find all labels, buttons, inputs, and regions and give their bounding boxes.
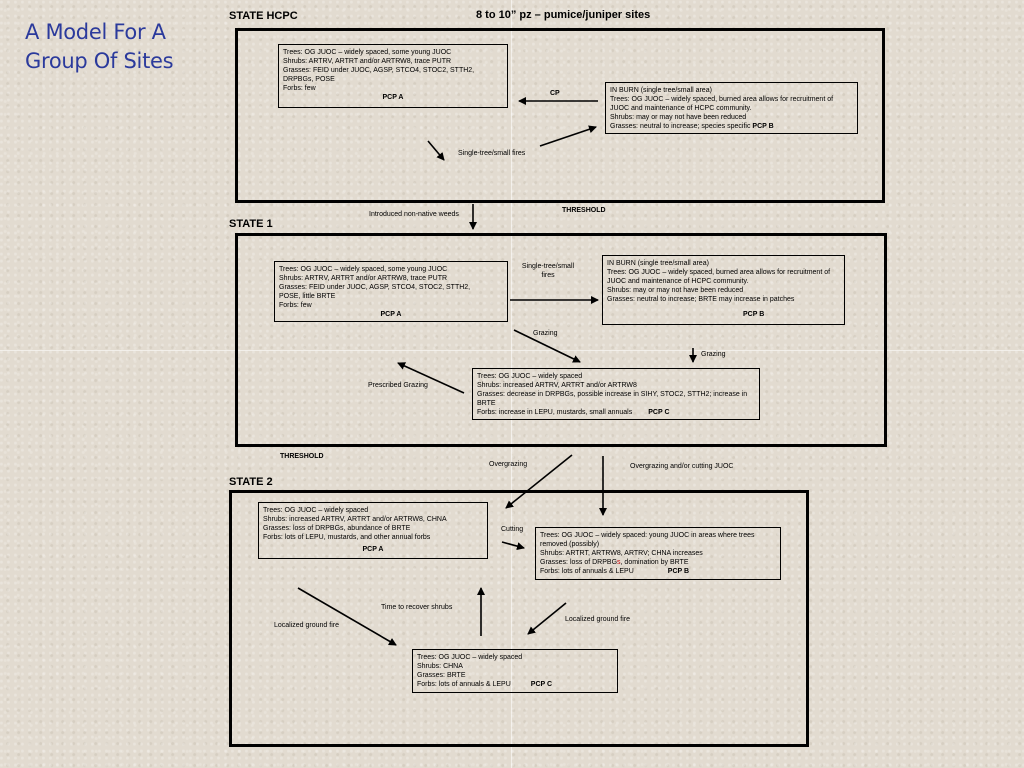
state1-pcp-a-forbs: Forbs: few	[279, 302, 312, 309]
cp-label: CP	[550, 90, 560, 97]
grazing-label-1: Grazing	[533, 330, 558, 337]
state1-fires-label-line-1: Single-tree/small	[521, 263, 575, 270]
state2-pcp-b-grasses-b: , domination by BRTE	[620, 559, 689, 566]
state1-pcp-a-label: PCP A	[380, 311, 402, 318]
hcpc-pcp-a-forbs: Forbs: few	[283, 85, 316, 92]
hcpc-pcp-b-line-2: Trees: OG JUOC – widely spaced, burned a…	[610, 96, 834, 103]
state1-pcp-b-label: PCP B	[743, 311, 765, 318]
state2-pcp-c-shrubs: Shrubs: CHNA	[417, 663, 463, 670]
state-1-label: STATE 1	[229, 218, 273, 230]
time-to-recover-label: Time to recover shrubs	[381, 604, 453, 611]
state2-pcp-b-grasses-highlight: s	[617, 559, 621, 566]
state2-pcp-a-grasses: Grasses: loss of DRPBGs, abundance of BR…	[263, 525, 411, 532]
hcpc-pcp-b-line-1: IN BURN (single tree/small area)	[610, 87, 712, 94]
state1-pcp-c-trees: Trees: OG JUOC – widely spaced	[477, 373, 583, 380]
state1-pcp-c-label: PCP C	[648, 409, 670, 416]
state1-pcp-a-shrubs: Shrubs: ARTRV, ARTRT and/or ARTRW8, trac…	[279, 275, 448, 282]
hcpc-pcp-b-box: IN BURN (single tree/small area) Trees: …	[605, 82, 858, 134]
state1-pcp-b-line-1: IN BURN (single tree/small area)	[607, 260, 709, 267]
arrow-prescribed-grazing	[397, 362, 465, 394]
slide-title-line-1: A Model For A	[25, 20, 166, 44]
grid-line	[0, 350, 1024, 351]
slide-title: A Model For A Group Of Sites	[25, 18, 215, 76]
state2-pcp-c-forbs: Forbs: lots of annuals & LEPU	[417, 681, 511, 688]
state1-pcp-a-grasses-cont: POSE, little BRTE	[279, 293, 336, 300]
state1-pcp-c-shrubs: Shrubs: increased ARTRV, ARTRT and/or AR…	[477, 382, 637, 389]
state2-pcp-b-box: Trees: OG JUOC – widely spaced: young JU…	[535, 527, 781, 580]
hcpc-pcp-a-box: Trees: OG JUOC – widely spaced, some you…	[278, 44, 508, 108]
state2-pcp-c-label: PCP C	[530, 681, 553, 688]
arrow-overgrazing	[505, 454, 573, 509]
hcpc-pcp-a-grasses: Grasses: FEID under JUOC, AGSP, STCO4, S…	[283, 67, 475, 74]
state1-fires-label: Single-tree/small fires	[521, 262, 575, 280]
single-tree-fires-label: Single-tree/small fires	[458, 150, 526, 157]
state1-pcp-c-box: Trees: OG JUOC – widely spaced Shrubs: i…	[472, 368, 760, 420]
state2-pcp-b-label: PCP B	[667, 568, 690, 575]
state2-pcp-a-shrubs: Shrubs: increased ARTRV, ARTRT and/or AR…	[263, 516, 447, 523]
state2-pcp-b-trees: Trees: OG JUOC – widely spaced: young JU…	[540, 532, 755, 539]
state-2-label: STATE 2	[229, 476, 273, 488]
state-1-frame	[235, 233, 887, 447]
state1-pcp-c-line-forbs: Forbs: increase in LEPU, mustards, small…	[477, 408, 755, 417]
hcpc-pcp-b-line-4: Shrubs: may or may not have been reduced	[610, 114, 747, 121]
arrow-grazing-a-to-c	[513, 329, 581, 363]
hcpc-pcp-a-grasses-cont: DRPBGs, POSE	[283, 76, 335, 83]
state-hcpc-frame	[235, 28, 885, 203]
state1-pcp-c-grasses-cont: BRTE	[477, 400, 496, 407]
arrow-fire-left	[297, 587, 397, 646]
state1-pcp-b-box: IN BURN (single tree/small area) Trees: …	[602, 255, 845, 325]
site-heading: 8 to 10” pz – pumice/juniper sites	[476, 9, 651, 21]
hcpc-pcp-a-trees: Trees: OG JUOC – widely spaced, some you…	[283, 49, 452, 56]
arrow-fire-right	[527, 602, 567, 635]
hcpc-pcp-a-shrubs: Shrubs: ARTRV, ARTRT and/or ARTRW8, trac…	[283, 58, 452, 65]
state1-pcp-b-line-4: Shrubs: may or may not have been reduced	[607, 287, 744, 294]
state2-pcp-b-line-forbs: Forbs: lots of annuals & LEPU PCP B	[540, 567, 776, 576]
localized-fire-label-right: Localized ground fire	[565, 616, 630, 623]
hcpc-pcp-b-line-3: JUOC and maintenance of HCPC community.	[610, 105, 752, 112]
state1-pcp-b-line-2: Trees: OG JUOC – widely spaced, burned a…	[607, 269, 831, 276]
threshold-label-1: THRESHOLD	[562, 207, 606, 214]
state2-pcp-b-grasses: Grasses: loss of DRPBGs, domination by B…	[540, 558, 776, 567]
state1-pcp-c-grasses: Grasses: decrease in DRPBGs, possible in…	[477, 391, 748, 398]
state2-pcp-c-grasses: Grasses: BRTE	[417, 672, 466, 679]
threshold-label-2: THRESHOLD	[280, 453, 324, 460]
slide-title-line-2: Group Of Sites	[25, 49, 174, 73]
state2-pcp-c-box: Trees: OG JUOC – widely spaced Shrubs: C…	[412, 649, 618, 693]
state1-pcp-b-line-3: JUOC and maintenance of HCPC community.	[607, 278, 749, 285]
hcpc-pcp-b-grasses: Grasses: neutral to increase; species sp…	[610, 123, 751, 130]
hcpc-pcp-b-label: PCP B	[752, 123, 774, 130]
prescribed-grazing-label: Prescribed Grazing	[368, 382, 428, 389]
state1-pcp-a-trees: Trees: OG JUOC – widely spaced, some you…	[279, 266, 448, 273]
state2-pcp-b-forbs: Forbs: lots of annuals & LEPU	[540, 568, 634, 575]
overgrazing-cutting-label: Overgrazing and/or cutting JUOC	[630, 463, 734, 470]
state2-pcp-a-trees: Trees: OG JUOC – widely spaced	[263, 507, 369, 514]
introduced-weeds-label: Introduced non-native weeds	[369, 211, 459, 218]
cutting-label: Cutting	[501, 526, 524, 533]
state2-pcp-b-grasses-a: Grasses: loss of DRPBG	[540, 559, 618, 566]
state2-pcp-a-label: PCP A	[362, 546, 384, 553]
state1-pcp-a-grasses: Grasses: FEID under JUOC, AGSP, STCO4, S…	[279, 284, 471, 291]
localized-fire-label-left: Localized ground fire	[274, 622, 339, 629]
state-2-frame	[229, 490, 809, 747]
overgrazing-label: Overgrazing	[489, 461, 528, 468]
state2-pcp-a-box: Trees: OG JUOC – widely spaced Shrubs: i…	[258, 502, 488, 559]
arrow-hcpc-fires-in	[427, 140, 445, 161]
state2-pcp-c-line-forbs: Forbs: lots of annuals & LEPU PCP C	[417, 680, 613, 689]
state2-pcp-c-trees: Trees: OG JUOC – widely spaced	[417, 654, 523, 661]
arrow-hcpc-fires-out	[539, 125, 597, 147]
hcpc-pcp-b-line-5: Grasses: neutral to increase; species sp…	[610, 122, 853, 131]
state1-fires-label-line-2: fires	[541, 272, 555, 279]
grid-line	[511, 0, 512, 768]
state1-pcp-a-box: Trees: OG JUOC – widely spaced, some you…	[274, 261, 508, 322]
grazing-label-2: Grazing	[701, 351, 726, 358]
state-hcpc-label: STATE HCPC	[229, 10, 298, 22]
state1-pcp-b-line-5: Grasses: neutral to increase; BRTE may i…	[607, 296, 795, 303]
state1-pcp-c-forbs: Forbs: increase in LEPU, mustards, small…	[477, 409, 633, 416]
state2-pcp-b-trees-cont: removed (possibly)	[540, 541, 600, 548]
hcpc-pcp-a-label: PCP A	[382, 94, 404, 101]
state2-pcp-b-shrubs: Shrubs: ARTRT, ARTRW8, ARTRV; CHNA incre…	[540, 550, 703, 557]
state2-pcp-a-forbs: Forbs: lots of LEPU, mustards, and other…	[263, 534, 431, 541]
arrow-cutting	[501, 541, 525, 551]
